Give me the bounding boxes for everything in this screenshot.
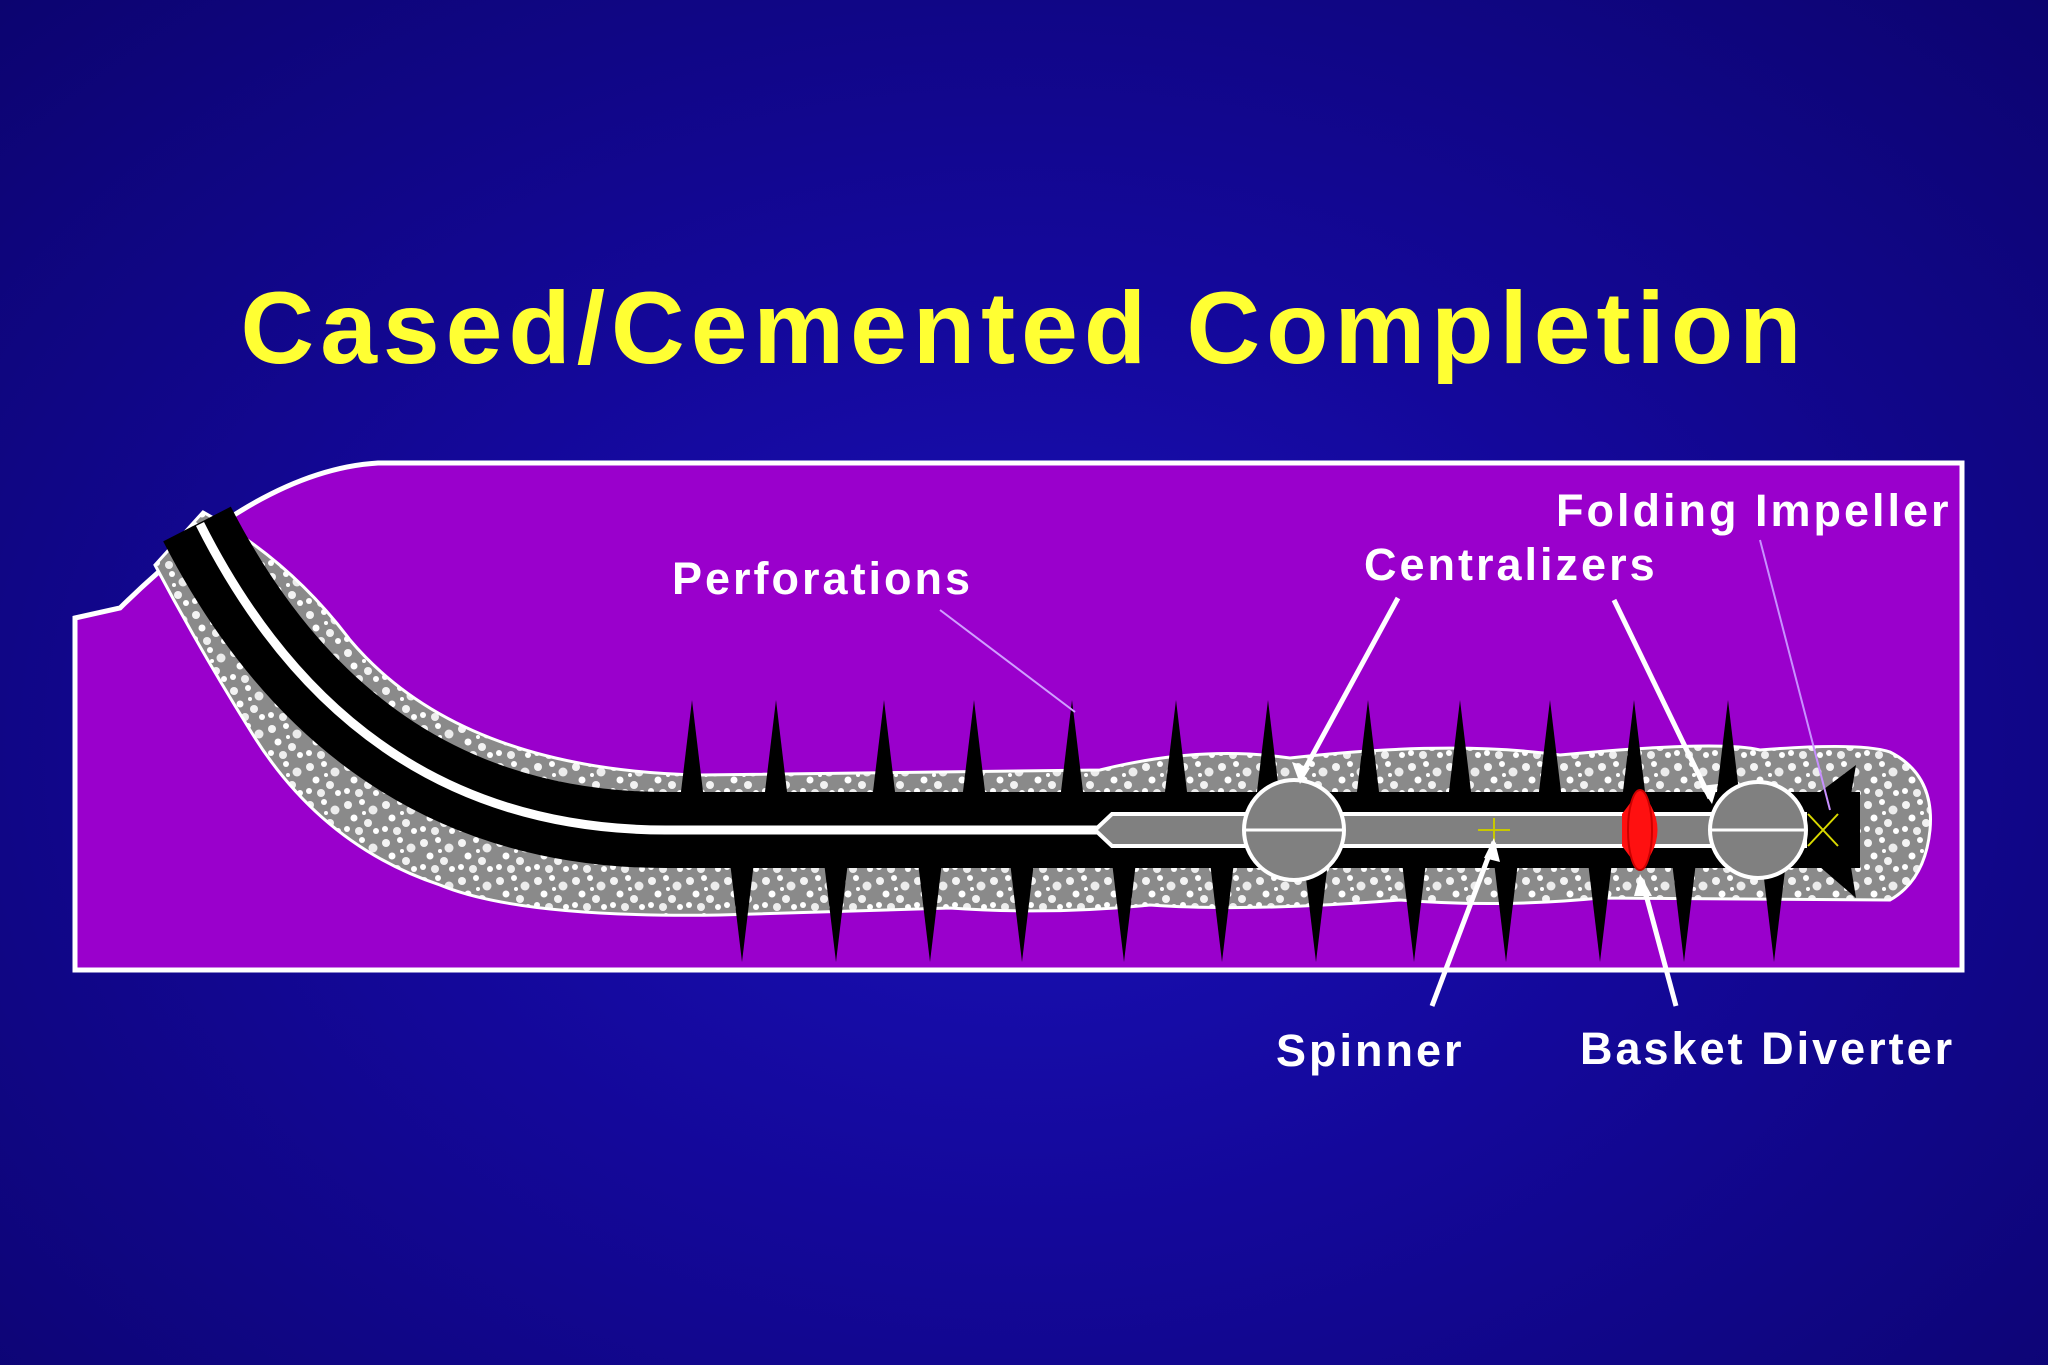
label-folding-impeller: Folding Impeller: [1556, 485, 1952, 536]
tubing: [195, 521, 1100, 835]
leader-basket-diverter: [1639, 879, 1679, 1007]
perforations: [680, 700, 1786, 962]
label-centralizers: Centralizers: [1364, 539, 1658, 590]
casing-end-tip: [1812, 765, 1856, 898]
label-spinner: Spinner: [1276, 1025, 1465, 1076]
leader-spinner: [1429, 841, 1497, 1007]
leader-folding-impeller: [1759, 539, 1831, 811]
slide-title: Cased/Cemented Completion: [240, 271, 1808, 385]
folding-impeller: [1807, 813, 1839, 847]
leader-centralizers-right: [1611, 598, 1713, 800]
logging-tool: [1092, 812, 1807, 848]
label-perforations: Perforations: [672, 553, 973, 604]
label-basket-diverter: Basket Diverter: [1580, 1023, 1955, 1074]
leader-centralizers-left: [1297, 596, 1401, 780]
leader-perforations: [939, 609, 1076, 713]
